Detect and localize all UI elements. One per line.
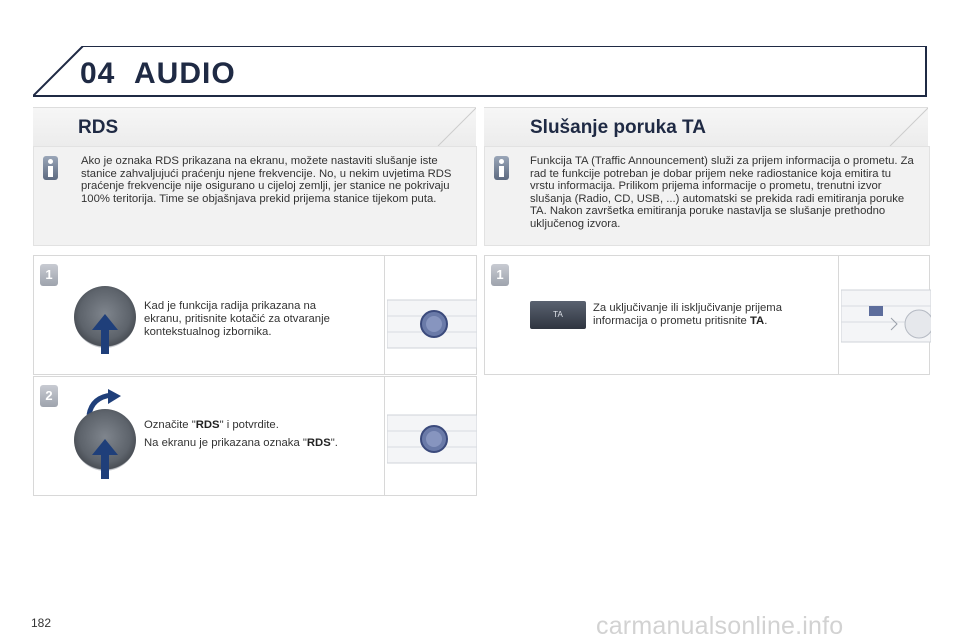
chapter-number: 04	[80, 57, 116, 90]
text-fragment: .	[764, 314, 768, 327]
rds-step-2: 2 Označite "RDS" i potvrdite. Na ekranu …	[33, 376, 477, 496]
text-fragment: ".	[330, 437, 338, 449]
ta-info-box: Funkcija TA (Traffic Announcement) služi…	[484, 146, 930, 246]
radio-console-icon	[387, 299, 477, 349]
rds-step-1: 1 Kad je funkcija radija prikazana na ek…	[33, 255, 477, 375]
press-arrow-icon	[92, 314, 118, 354]
step-number-badge: 2	[40, 385, 58, 407]
ta-step-1-text: Za uključivanje ili isključivanje prijem…	[593, 302, 825, 328]
text-bold: TA	[749, 314, 765, 327]
rds-step-1-text: Kad je funkcija radija prikazana na ekra…	[144, 300, 330, 338]
text-fragment: Označite "	[144, 419, 196, 431]
header-diagonal	[889, 108, 928, 146]
chapter-header-frame	[33, 46, 927, 97]
ta-button-icon: TA	[530, 301, 586, 329]
watermark: carmanualsonline.info	[596, 612, 844, 640]
rds-section-header	[33, 107, 476, 146]
rds-step-2-line-1: Označite "RDS" i potvrdite.	[144, 419, 374, 432]
text-fragment: " i potvrdite.	[219, 419, 279, 431]
chapter-title: AUDIO	[134, 57, 236, 90]
radio-console-ta-icon	[841, 289, 931, 343]
rds-info-box: Ako je oznaka RDS prikazana na ekranu, m…	[33, 146, 477, 246]
text-fragment: Na ekranu je prikazana oznaka "	[144, 437, 307, 449]
rds-step-2-line-2: Na ekranu je prikazana oznaka "RDS".	[144, 437, 384, 450]
step-number-badge: 1	[40, 264, 58, 286]
step-divider	[838, 256, 839, 374]
press-arrow-icon	[92, 439, 118, 479]
ta-step-1: 1 TA Za uključivanje ili isključivanje p…	[484, 255, 931, 375]
radio-console-icon	[387, 414, 477, 464]
text-fragment: Za uključivanje ili isključivanje prijem…	[593, 302, 782, 327]
step-number-badge: 1	[491, 264, 509, 286]
info-icon	[43, 156, 58, 180]
text-bold: RDS	[195, 419, 220, 431]
page-number: 182	[31, 616, 52, 630]
header-diagonal	[437, 108, 476, 146]
rds-section-title: RDS	[78, 117, 119, 138]
info-icon	[494, 156, 509, 180]
rds-info-text: Ako je oznaka RDS prikazana na ekranu, m…	[81, 155, 452, 205]
ta-section-title: Slušanje poruka TA	[530, 117, 706, 138]
step-divider	[384, 256, 385, 374]
step-divider	[384, 377, 385, 495]
ta-info-text: Funkcija TA (Traffic Announcement) služi…	[530, 155, 914, 230]
ta-section-header	[484, 107, 928, 146]
text-bold: RDS	[306, 437, 331, 449]
